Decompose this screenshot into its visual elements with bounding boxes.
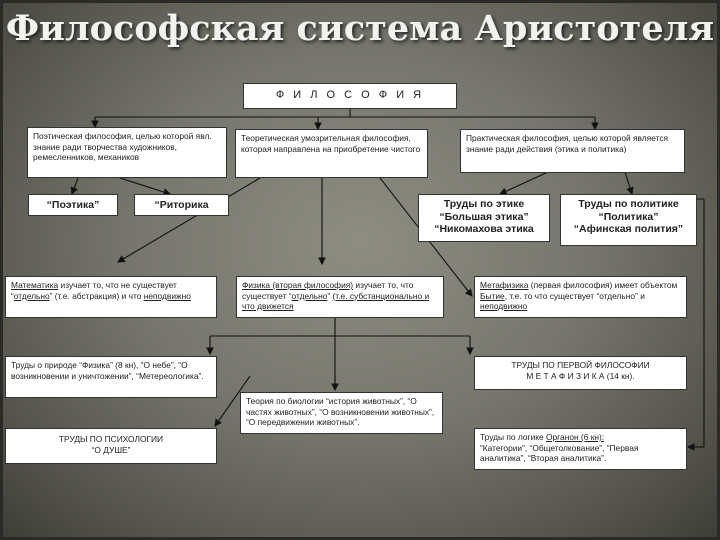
politics-line-1: Труды по политике [578,198,679,210]
physics-term-2: отдельно [291,290,328,301]
politics-line-2: “Политика” [598,210,659,223]
physics-text-1: изучает то, что существует “ [242,280,414,301]
to-ethics [499,171,549,195]
biology-theory-box: Теория по биологии “история животных”, “… [240,392,443,434]
practical-philosophy-box: Практическая философия, целью которой яв… [460,129,685,173]
math-text-2: ” (т.е. абстракция) и что [49,290,144,301]
metaphysics-text-1: (первая философия) имеет объектом [528,280,678,290]
nature-works-box: Труды о природе “Физика” (8 кн), “О небе… [5,356,217,398]
logic-works-box: Труды по логике Органон (6 кн):“Категори… [474,428,687,470]
first-phil-line-1: ТРУДЫ ПО ПЕРВОЙ ФИЛОСОФИИ [511,360,650,370]
politics-works-box: Труды по политике “Политика” “Афинская п… [560,194,697,246]
rhetoric-box: “Риторика [134,194,229,216]
psychology-line-2: “О ДУШЕ” [91,444,131,455]
ethics-works-box: Труды по этике “Большая этика” “Никомахо… [418,194,550,242]
metaphysics-term-2: Бытие [480,290,505,301]
ethics-line-2: “Большая этика” [439,210,529,223]
metaphysics-term-3: неподвижно [480,301,528,311]
math-term: Математика [11,280,59,290]
physics-text-2: ” [327,290,333,301]
to-rhetoric [119,177,172,196]
mathematics-box: Математика изучает то, что не существует… [5,276,217,318]
logic-term: Органон (6 кн): [546,432,605,442]
psychology-works-box: ТРУДЫ ПО ПСИХОЛОГИИ “О ДУШЕ” [5,428,217,464]
first-phil-line-2: М Е Т А Ф И З И К А (14 кн). [526,370,635,381]
logic-text-1: Труды по логике [480,432,546,442]
slide-title: Философская система Аристотеля [5,8,715,49]
metaphysics-text-2: , т.е. то что существует “отдельно” и [504,290,645,301]
ethics-line-3: “Никомахова этика [434,223,534,235]
to-math [117,177,261,263]
poetic-philosophy-box: Поэтическая философия, целью которой явл… [27,127,227,178]
metaphysics-term: Метафизика [480,280,529,290]
first-philosophy-works-box: ТРУДЫ ПО ПЕРВОЙ ФИЛОСОФИИ М Е Т А Ф И З … [474,356,687,390]
politics-line-3: “Афинская полития” [573,223,684,235]
to-psychology [214,375,251,427]
math-text-1: изучает то, что не существует “ [11,280,177,301]
philosophy-root: Ф И Л О С О Ф И Я [243,83,457,109]
metaphysics-box: Метафизика (первая философия) имеет объе… [474,276,687,318]
physics-box: Физика (вторая философия) изучает то, чт… [236,276,444,318]
physics-term-3: (т.е. субстанционально и что движется [242,290,430,312]
to-poetics [70,177,79,196]
poetics-box: “Поэтика” [28,194,118,216]
theoretical-philosophy-box: Теоретическая умозрительная философия, к… [235,129,428,178]
physics-term: Физика (вторая философия) [242,280,354,290]
to-politics [624,171,634,196]
math-term-2: отдельно [13,290,50,301]
ethics-line-1: Труды по этике [443,198,525,210]
math-term-3: неподвижно [143,290,191,301]
psychology-line-1: ТРУДЫ ПО ПСИХОЛОГИИ [58,434,164,444]
logic-text-2: “Категории”, “Общетолкование”, “Первая а… [480,442,639,464]
